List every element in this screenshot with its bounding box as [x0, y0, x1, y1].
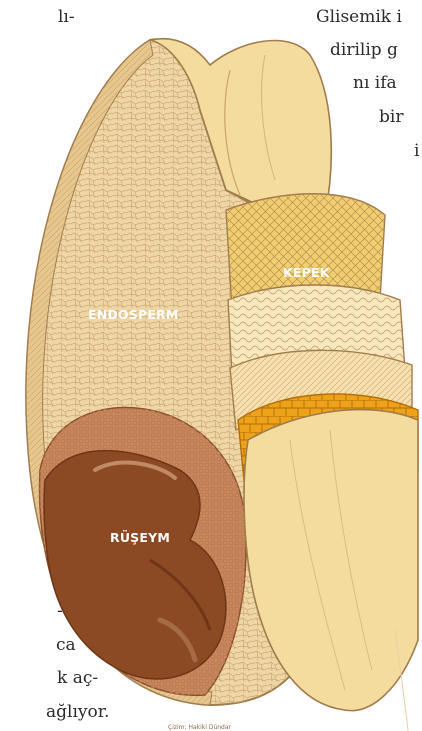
label-germ: RÜŞEYM: [110, 530, 170, 545]
label-endosperm: ENDOSPERM: [88, 307, 179, 322]
label-kepek: KEPEK: [283, 265, 331, 280]
illustration-credit: Çizim: Hakiki Dündar: [168, 724, 232, 731]
